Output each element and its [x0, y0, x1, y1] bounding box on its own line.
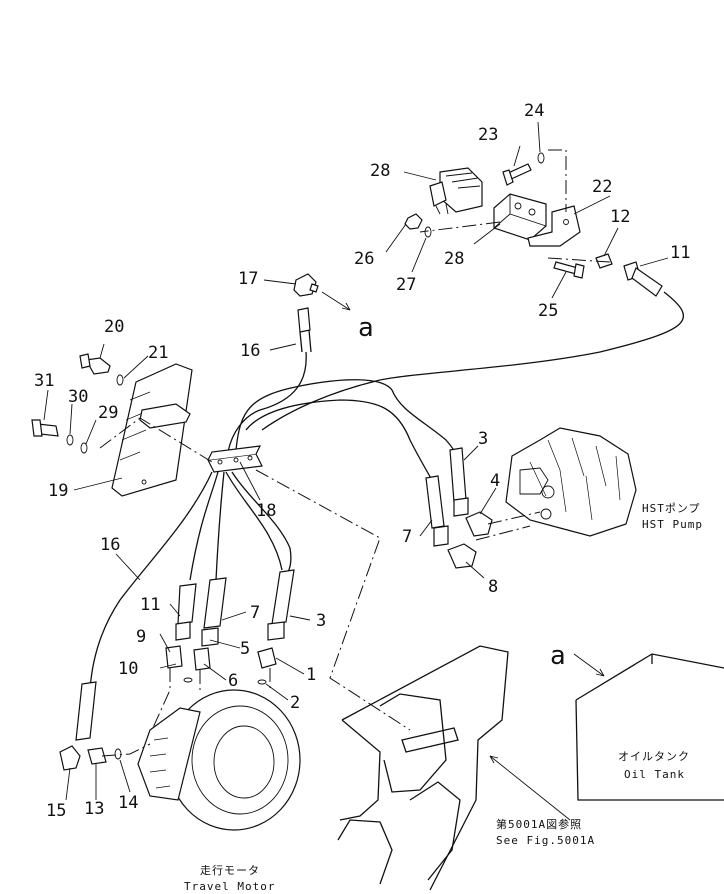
callout-28: 28 — [444, 249, 464, 269]
see-fig-label-en: See Fig.5001A — [496, 834, 595, 847]
see-fig-label-jp: 第5001A図参照 — [496, 817, 582, 831]
ref-a-tank: a — [550, 641, 566, 671]
elbow-8 — [447, 543, 477, 569]
callout-15: 15 — [46, 801, 66, 821]
elbow-17 — [293, 273, 319, 297]
callout-26: 26 — [354, 249, 374, 269]
callout-4: 4 — [490, 471, 500, 491]
fittings-lower — [165, 645, 277, 685]
oil-tank-label-en: Oil Tank — [624, 768, 685, 781]
bolt-31 — [31, 419, 59, 437]
callout-16: 16 — [100, 535, 120, 555]
travel-motor-label-en: Travel Motor — [184, 880, 275, 893]
washer-21 — [116, 374, 124, 386]
hose-16-long — [89, 471, 213, 691]
callout-27: 27 — [396, 275, 416, 295]
callout-6: 6 — [228, 671, 238, 691]
hose-7-end — [201, 577, 227, 647]
callout-11: 11 — [670, 243, 690, 263]
callout-18: 18 — [256, 501, 276, 521]
callout-29: 29 — [98, 403, 118, 423]
washer-30 — [66, 434, 74, 446]
callout-25: 25 — [538, 301, 558, 321]
pipe-16-run — [227, 351, 307, 453]
callout-20: 20 — [104, 317, 124, 337]
callout-11: 11 — [140, 595, 160, 615]
washer-24 — [537, 152, 545, 164]
callout-7: 7 — [402, 527, 412, 547]
callout-1: 1 — [306, 665, 316, 685]
callout-21: 21 — [148, 343, 168, 363]
callout-28: 28 — [370, 161, 390, 181]
ref-a-top: a — [358, 313, 374, 343]
hose-16-end — [75, 681, 97, 741]
callout-30: 30 — [68, 387, 88, 407]
callout-19: 19 — [48, 481, 68, 501]
bolt-23 — [502, 163, 532, 186]
oil-tank-label-jp: オイルタンク — [618, 750, 690, 763]
hst-pump-label-jp: HSTポンプ — [642, 502, 701, 515]
callout-8: 8 — [488, 577, 498, 597]
hst-pump — [505, 427, 637, 537]
callout-5: 5 — [240, 639, 250, 659]
solenoid-valve — [429, 167, 483, 215]
hose-11-end — [175, 583, 197, 641]
fitting-13 — [87, 747, 107, 765]
hose-11-top — [623, 261, 663, 297]
callout-23: 23 — [478, 125, 498, 145]
mounting-bracket — [527, 205, 581, 247]
pipe-main-upper — [261, 291, 684, 431]
machine-frame — [337, 645, 509, 891]
callout-13: 13 — [84, 799, 104, 819]
bolt-20 — [79, 353, 111, 375]
oil-tank — [575, 653, 724, 801]
callout-24: 24 — [524, 101, 544, 121]
bolt-25 — [553, 261, 585, 279]
callout-31: 31 — [34, 371, 54, 391]
pipe-main-lower — [235, 379, 461, 479]
callout-9: 9 — [136, 627, 146, 647]
hose-7-mid — [425, 475, 449, 547]
hose-3-end — [267, 569, 295, 641]
callout-10: 10 — [118, 659, 138, 679]
callout-12: 12 — [610, 207, 630, 227]
callout-17: 17 — [238, 269, 258, 289]
travel-motor — [137, 689, 301, 831]
clamp-plate — [111, 363, 193, 497]
washer-27 — [424, 226, 432, 238]
valve-block — [493, 193, 547, 241]
washer-29 — [80, 442, 88, 454]
callout-16: 16 — [240, 341, 260, 361]
clamp-bracket-upper — [139, 403, 191, 429]
nut-26 — [404, 213, 423, 230]
hose-3-mid — [449, 447, 469, 517]
elbow-15 — [59, 745, 81, 771]
callout-22: 22 — [592, 177, 612, 197]
callout-2: 2 — [290, 693, 300, 713]
callout-3: 3 — [478, 429, 488, 449]
manifold-block-18 — [207, 445, 263, 473]
hose-16-top — [297, 307, 312, 353]
callout-3: 3 — [316, 611, 326, 631]
oring-14 — [114, 748, 122, 760]
hst-pump-label-en: HST Pump — [642, 518, 703, 531]
callout-7: 7 — [250, 603, 260, 623]
callout-14: 14 — [118, 793, 138, 813]
travel-motor-label-jp: 走行モータ — [200, 864, 260, 877]
elbow-4 — [465, 511, 493, 537]
